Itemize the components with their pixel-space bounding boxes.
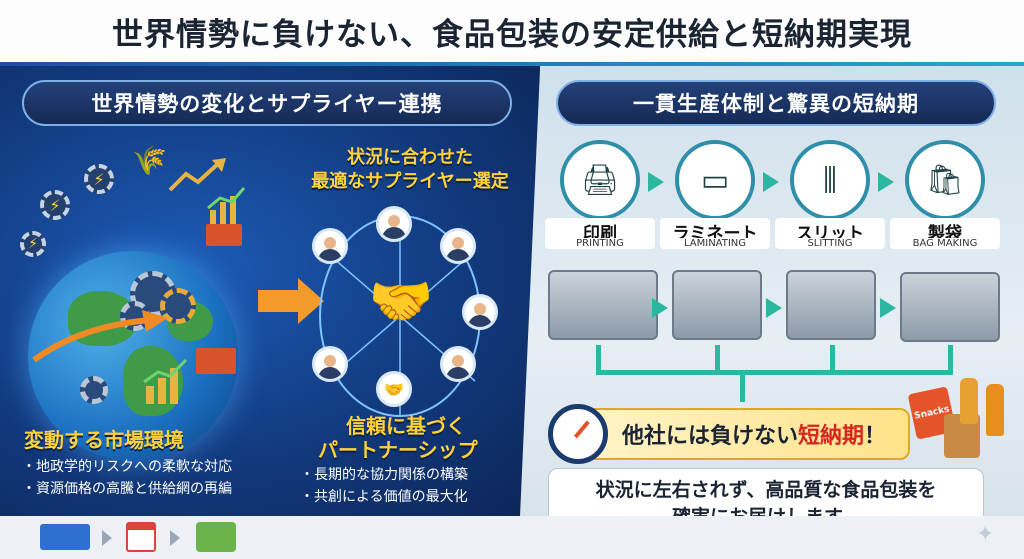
bar-chart-icon [143,358,188,404]
flow-arrow-icon [880,298,896,318]
handshake-icon: 🤝 [368,271,434,332]
stage-label-en: PRINTING [545,238,655,249]
title-underline [0,62,1024,66]
supplier-avatar-icon [376,206,412,242]
page-title: 世界情勢に負けない、食品包装の安定供給と短納期実現 [0,0,1024,62]
flow-arrow-icon [652,298,668,318]
trust-point: ・長期的な協力関係の構築 [300,467,468,483]
trust-heading: 信頼に基づく パートナーシップ [318,414,478,462]
supplier-avatar-icon [462,294,498,330]
stage-label-en: BAG MAKING [890,238,1000,249]
chevron-right-icon [102,530,112,546]
right-arrow-icon [258,290,302,312]
sparkle-icon: ✦ [976,522,995,547]
flow-arrow-icon [766,298,782,318]
wheat-icon: 🌾 [132,144,167,177]
chevron-right-icon [170,530,180,546]
supplier-avatar-icon [440,346,476,382]
bottle-icon [986,384,1004,436]
selection-label: 状況に合わせた 最適なサプライヤー選定 [311,147,509,192]
groceries-icon [196,522,236,552]
flow-arrow-icon [763,172,779,192]
supplier-avatar-icon [312,346,348,382]
bag-icon: 🛍 [905,140,985,220]
stage-printing: 🖨 印刷 PRINTING [545,140,655,290]
trust-point: ・共創による価値の最大化 [300,489,468,505]
shipping-container-icon [206,224,242,246]
calendar-icon [126,522,156,552]
flow-line [740,372,745,402]
trust-points: ・長期的な協力関係の構築 ・共創による価値の最大化 [300,464,468,508]
lightning-gear-icon: ⚡ [20,231,46,257]
slitter-icon: ⫼ [790,140,870,220]
stage-laminating: ▭ ラミネート LAMINATING [660,140,770,290]
stage-label-en: SLITTING [775,238,885,249]
stage-bag-making: 🛍 製袋 BAG MAKING [890,140,1000,290]
flow-line [596,370,953,375]
flow-line [948,345,953,373]
supplier-avatar-icon [312,228,348,264]
laminator-icon: ▭ [675,140,755,220]
market-point: ・資源価格の高騰と供給網の再編 [22,481,232,497]
supplier-avatar-icon [440,228,476,264]
orange-trend-arrow-icon [32,310,168,363]
stopwatch-icon [548,404,608,464]
truck-icon [40,524,90,550]
laminating-machine [672,270,762,340]
shipping-container-icon [196,348,236,374]
bottle-icon [960,378,978,424]
printing-machine [548,270,658,340]
footer-bar: ✦ [0,516,1024,559]
gear-icon [80,376,108,404]
flow-arrow-icon [878,172,894,192]
rising-trend-icon [168,158,226,192]
flow-line [596,345,601,373]
lightning-gear-icon: ⚡ [84,164,114,194]
right-panel-header: 一貫生産体制と驚異の短納期 [556,80,996,126]
lightning-gear-icon: ⚡ [40,190,70,220]
flow-line [830,345,835,373]
left-panel: 世界情勢の変化とサプライヤー連携 ⚡ ⚡ ⚡ 🌾 [0,66,540,516]
flow-line [715,345,720,373]
printer-icon: 🖨 [560,140,640,220]
flow-arrow-icon [648,172,664,192]
bar-chart-icon [207,187,246,224]
stage-label-en: LAMINATING [660,238,770,249]
stage-slitting: ⫼ スリット SLITTING [775,140,885,290]
left-panel-header: 世界情勢の変化とサプライヤー連携 [22,80,512,126]
slitting-machine [786,270,876,340]
market-heading: 変動する市場環境 [24,428,184,452]
handshake-small-icon: 🤝 [376,371,412,407]
fast-delivery-banner: 他社には負けない短納期！ [580,408,910,460]
market-point: ・地政学的リスクへの柔軟な対応 [22,459,232,475]
bag-making-machine [900,272,1000,342]
market-points: ・地政学的リスクへの柔軟な対応 ・資源価格の高騰と供給網の再編 [22,456,232,500]
